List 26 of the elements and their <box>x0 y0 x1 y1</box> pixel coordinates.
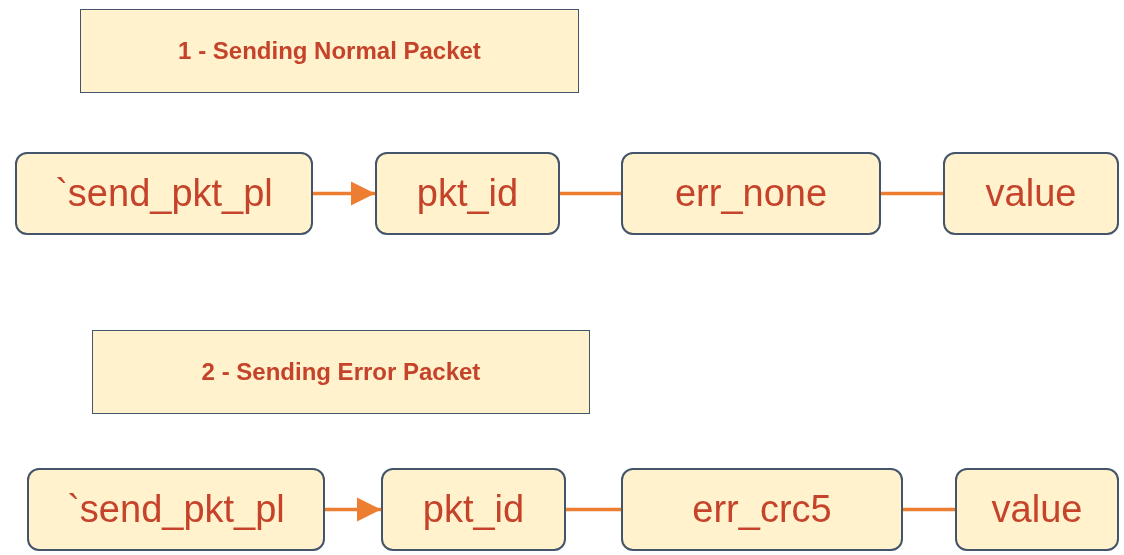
title-box <box>92 330 590 414</box>
connector-line <box>903 507 955 512</box>
process-box <box>15 152 313 235</box>
box-label: `send_pkt_pl <box>67 486 285 532</box>
connector-line <box>881 191 943 196</box>
box-label: value <box>985 170 1077 216</box>
box-label: 1 - Sending Normal Packet <box>178 36 481 66</box>
box-label: err_crc5 <box>692 486 832 532</box>
process-box <box>375 152 560 235</box>
box-label: err_none <box>674 170 828 216</box>
process-box <box>621 468 903 551</box>
box-label: pkt_id <box>422 486 525 532</box>
box-label: `send_pkt_pl <box>55 170 273 216</box>
arrow <box>313 181 375 206</box>
connector-line <box>560 191 621 196</box>
process-box <box>381 468 566 551</box>
process-box <box>621 152 881 235</box>
process-box <box>943 152 1119 235</box>
arrow <box>325 497 381 522</box>
box-label: 2 - Sending Error Packet <box>201 357 481 387</box>
box-label: value <box>991 486 1083 532</box>
box-label: pkt_id <box>416 170 519 216</box>
connector-line <box>566 507 621 512</box>
title-box <box>80 9 579 93</box>
process-box <box>955 468 1119 551</box>
process-box <box>27 468 325 551</box>
